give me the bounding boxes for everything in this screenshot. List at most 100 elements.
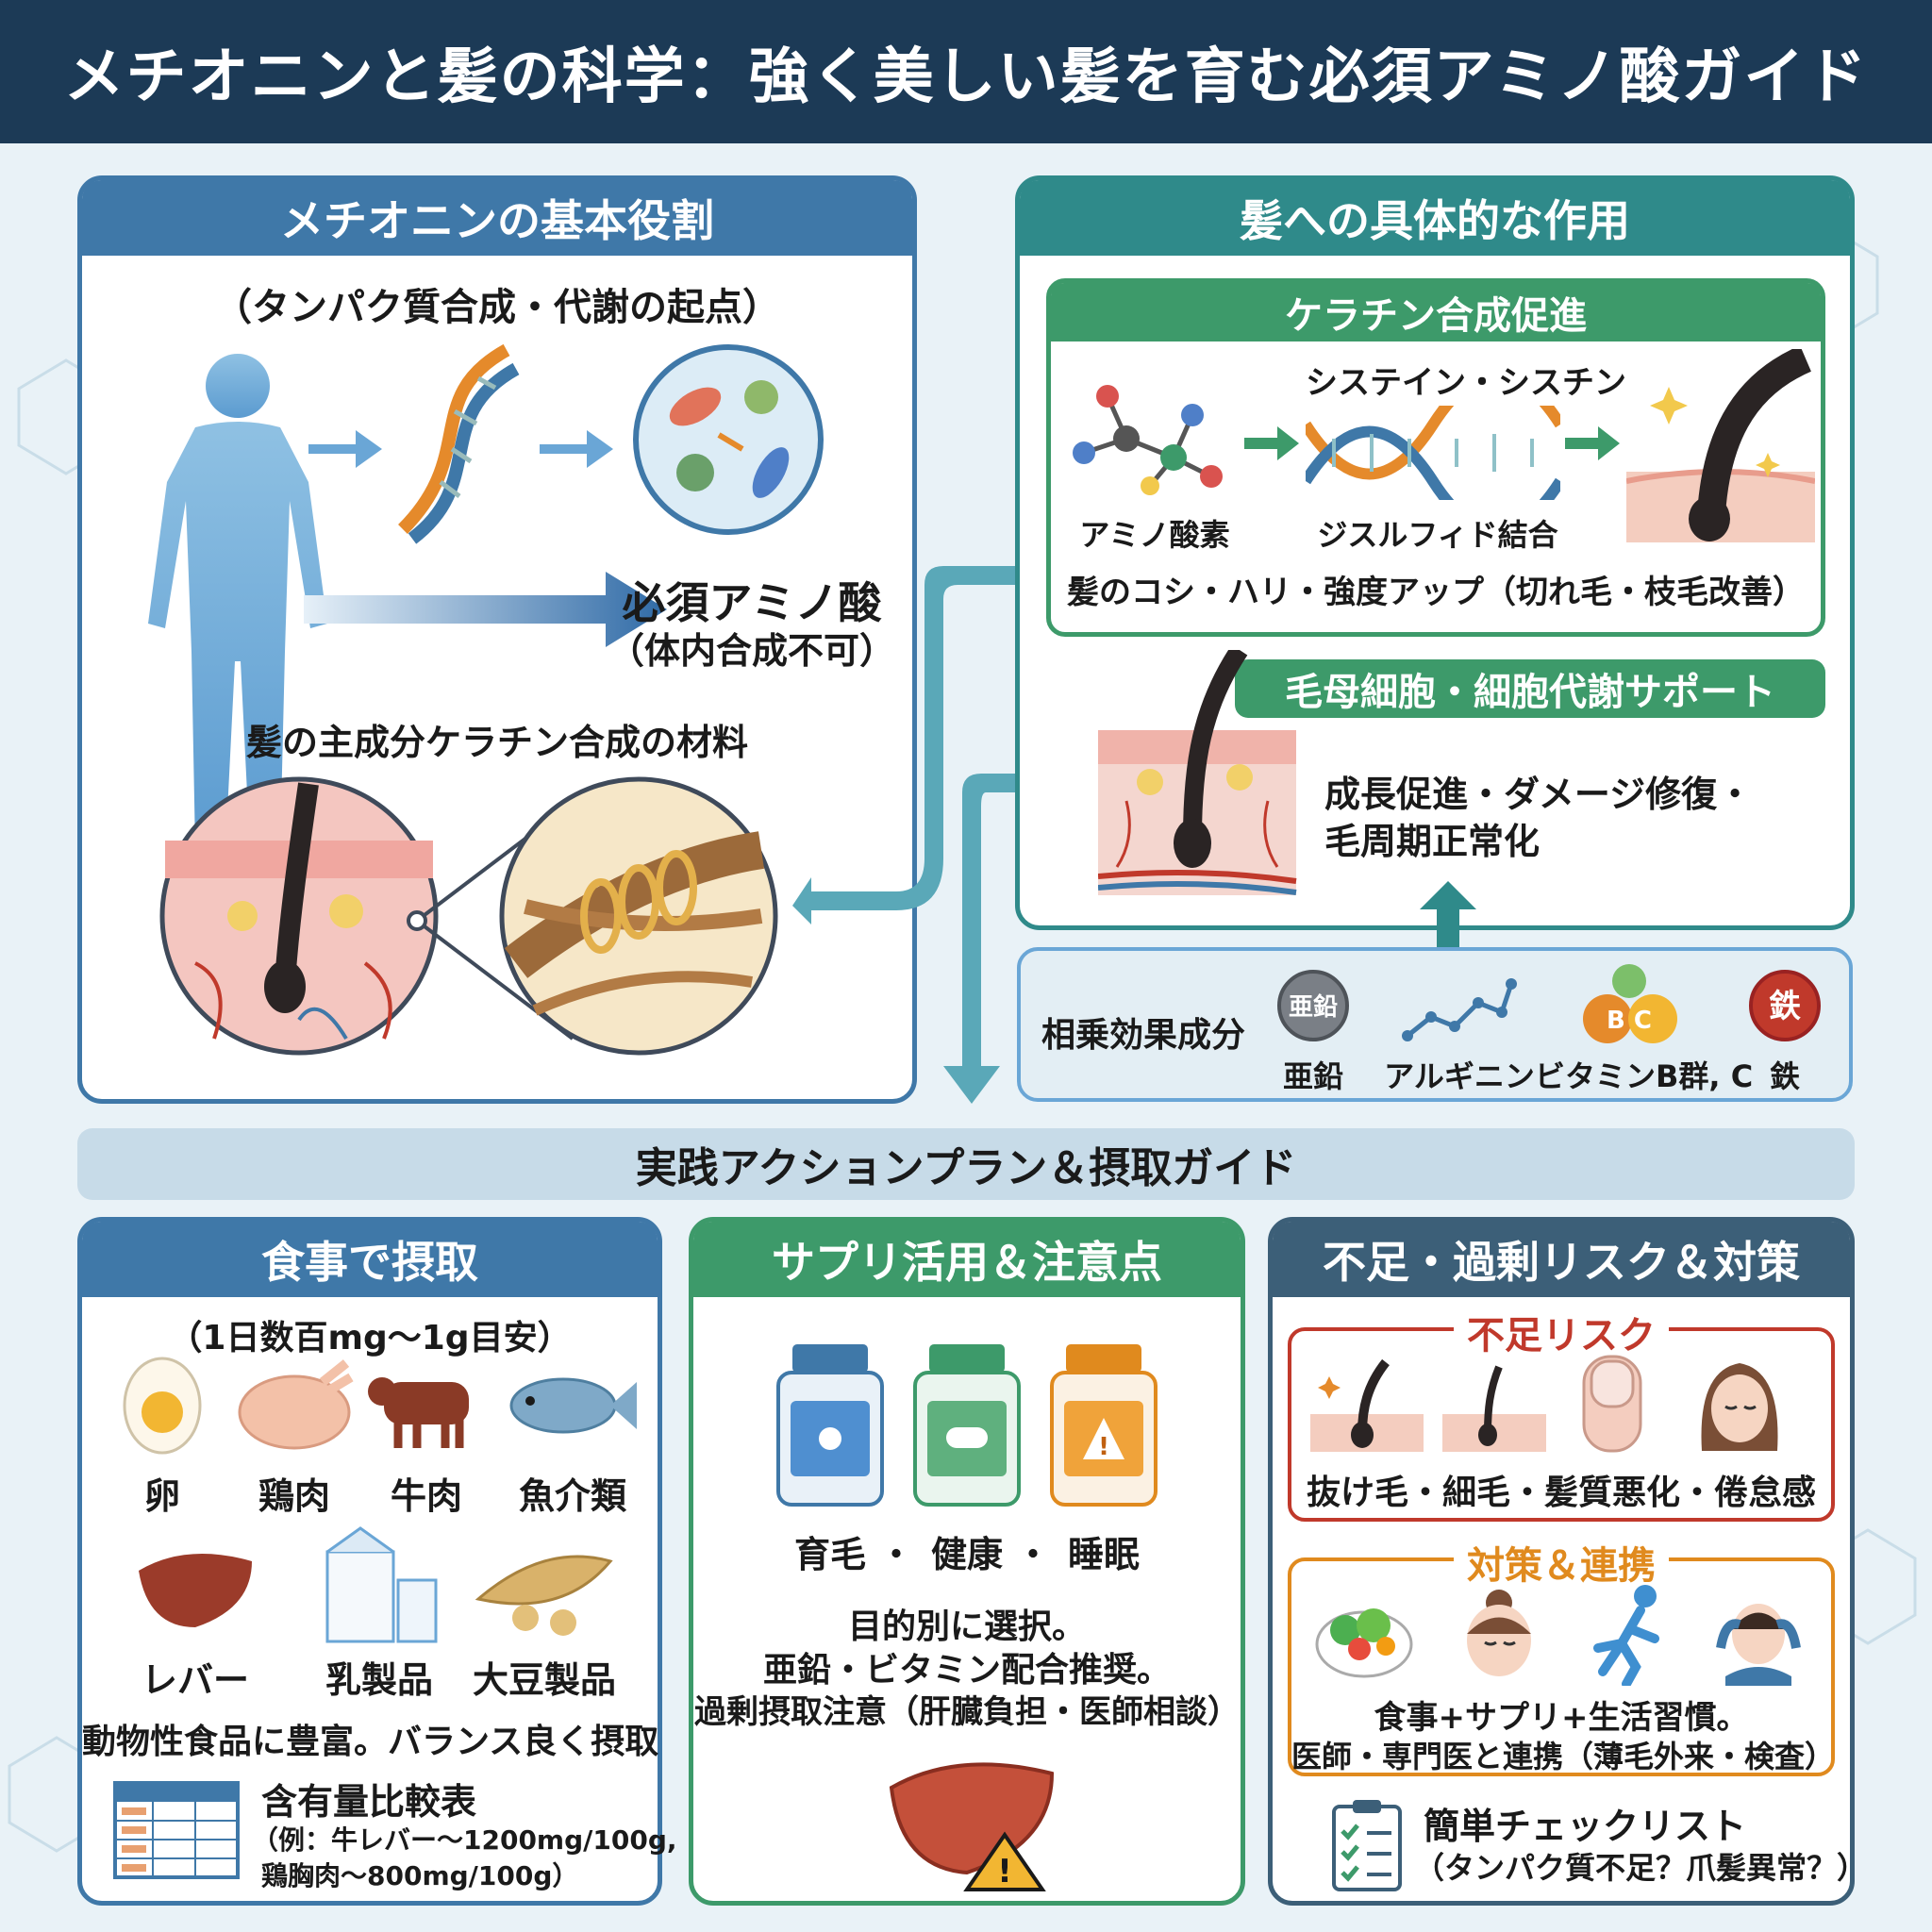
cell-line2: 毛周期正常化 — [1324, 821, 1541, 862]
food-liver: レバー — [141, 1659, 249, 1701]
long-arrow-icon — [304, 572, 667, 647]
liver-icon — [139, 1554, 252, 1627]
purpose-sleep: 睡眠 — [1067, 1534, 1140, 1575]
check-title: 簡単チェックリスト — [1424, 1806, 1747, 1847]
food-subtitle: （1日数百mg〜1g目安） — [168, 1319, 572, 1357]
soybean-icon — [475, 1555, 613, 1636]
measure-line1: 食事+サプリ+生活習慣。 — [1374, 1699, 1749, 1737]
synergy-arginine: アルギニン — [1384, 1058, 1535, 1094]
synergy-zinc: 亜鉛 — [1282, 1058, 1343, 1094]
check-sub: （タンパク質不足？爪髪異常？） — [1414, 1850, 1868, 1886]
cell-metabolism-heading: 毛母細胞・細胞代謝サポート — [1235, 659, 1825, 718]
title-bar: メチオニンと髪の科学：強く美しい髪を育む必須アミノ酸ガイド — [0, 0, 1932, 143]
svg-text:!: ! — [997, 1853, 1012, 1890]
dna-helix-icon — [1306, 406, 1560, 500]
supplement-panel: サプリ活用＆注意点 ! 育毛 ・ 健康 ・ 睡眠 目的別に選択。 亜鉛・ビタミン… — [689, 1217, 1245, 1906]
running-icon — [1593, 1585, 1659, 1686]
checklist-icon — [1332, 1800, 1402, 1891]
supp-line1: 目的別に選択。 — [847, 1607, 1086, 1646]
salad-icon — [1315, 1608, 1413, 1678]
vitamin-icon-text: B C — [1607, 1007, 1652, 1035]
keratin-heading: ケラチン合成促進 — [1051, 283, 1821, 341]
food-note: 動物性食品に豊富。バランス良く摂取 — [82, 1723, 659, 1761]
connector-arrows — [792, 547, 1057, 924]
food-fish: 魚介類 — [518, 1475, 626, 1517]
beef-icon — [368, 1377, 469, 1448]
purpose-health: 健康 — [930, 1534, 1003, 1575]
arrow-right-icon — [1565, 426, 1620, 460]
purpose-hair: 育毛 — [793, 1534, 866, 1575]
shortage-text: 抜け毛・細毛・髪質悪化・倦怠感 — [1306, 1474, 1816, 1512]
hair-root-icon — [1098, 650, 1297, 895]
food-chicken: 鶏肉 — [258, 1475, 330, 1517]
hair-growth-bottle-icon — [776, 1344, 884, 1507]
zinc-icon: 亜鉛 — [1277, 970, 1349, 1041]
food-panel: 食事で摂取 （1日数百mg〜1g目安） 卵 鶏肉 牛肉 魚介類 レバー 乳製品 … — [77, 1217, 677, 1906]
table-line2: 鶏胸肉〜800mg/100g） — [261, 1860, 579, 1891]
food-heading: 食事で摂取 — [82, 1222, 658, 1297]
fish-icon — [509, 1377, 637, 1434]
action-banner: 実践アクションプラン＆摂取ガイド — [77, 1128, 1855, 1200]
liver-warning-icon: ! — [889, 1762, 1055, 1891]
arrow-up-icon — [1420, 881, 1476, 947]
fatigue-icon — [1701, 1363, 1778, 1451]
chicken-icon — [238, 1359, 354, 1450]
hair-loss-icon — [1310, 1358, 1424, 1452]
keratin-fiber-icon — [499, 776, 778, 1056]
stress-icon — [1716, 1604, 1801, 1686]
egg-icon — [123, 1357, 202, 1455]
synergy-box: 相乗効果成分 亜鉛 B C 鉄 亜鉛 アルギニン ビタミンB群, C 鉄 — [1017, 947, 1853, 1102]
strong-hair-icon — [1626, 349, 1815, 542]
dairy-icon — [325, 1526, 438, 1643]
molecule-icon — [1073, 385, 1223, 495]
nail-icon — [1582, 1355, 1642, 1453]
basic-role-subtitle: （タンパク質合成・代謝の起点） — [214, 286, 780, 329]
cell-line1: 成長促進・ダメージ修復・ — [1324, 774, 1754, 815]
purpose-sep: ・ — [877, 1534, 914, 1575]
synergy-label: 相乗効果成分 — [1041, 1016, 1246, 1055]
basic-role-panel: メチオニンの基本役割 （タンパク質合成・代謝の起点） 必須アミノ酸 （体内合成不… — [77, 175, 917, 1104]
page-title: メチオニンと髪の科学：強く美しい髪を育む必須アミノ酸ガイド — [63, 42, 1869, 112]
relaxed-face-icon — [1467, 1590, 1531, 1676]
synergy-iron: 鉄 — [1769, 1058, 1800, 1094]
cell-icon — [633, 344, 824, 535]
sleep-bottle-icon: ! — [1050, 1344, 1158, 1507]
connector-down-arrow — [943, 755, 1061, 1104]
arginine-icon — [1402, 978, 1517, 1041]
effects-panel: 髪への具体的な作用 ケラチン合成促進 システイン・シスチン アミノ酸素 ジスルフ… — [1015, 175, 1855, 930]
supp-line2: 亜鉛・ビタミン配合推奨。 — [762, 1651, 1171, 1690]
table-line1: （例：牛レバー〜1200mg/100g, — [252, 1824, 677, 1856]
keratin-result: 髪のコシ・ハリ・強度アップ（切れ毛・枝毛改善） — [1067, 574, 1805, 611]
table-title: 含有量比較表 — [261, 1781, 477, 1823]
iron-icon-text: 鉄 — [1769, 988, 1801, 1025]
purpose-sep: ・ — [1014, 1534, 1051, 1575]
amino-acid-label: アミノ酸素 — [1079, 517, 1230, 553]
hair-follicle-icon — [159, 776, 439, 1056]
shortage-heading: 不足リスク — [1454, 1305, 1669, 1359]
keratin-material-label: 髪の主成分ケラチン合成の材料 — [245, 722, 748, 763]
disulfide-label: ジスルフィド結合 — [1317, 517, 1558, 553]
shortage-box: 不足リスク 抜け毛・細毛・髪質悪化・倦怠感 — [1288, 1305, 1835, 1522]
cysteine-label: システイン・シスチン — [1306, 364, 1626, 402]
zinc-icon-text: 亜鉛 — [1289, 992, 1338, 1022]
iron-icon: 鉄 — [1749, 970, 1821, 1041]
essential-amino-label: 必須アミノ酸 — [622, 577, 882, 628]
arrow-right-icon — [540, 430, 613, 468]
keratin-subpanel: ケラチン合成促進 システイン・シスチン アミノ酸素 ジスルフィド結合 髪のコシ・… — [1046, 278, 1825, 637]
table-icon — [113, 1781, 240, 1879]
measure-heading: 対策＆連携 — [1454, 1535, 1669, 1590]
risk-heading: 不足・過剰リスク＆対策 — [1273, 1222, 1850, 1297]
measure-line2: 医師・専門医と連携（薄毛外来・検査） — [1291, 1739, 1836, 1774]
svg-text:!: ! — [1098, 1433, 1109, 1461]
risk-panel: 不足・過剰リスク＆対策 不足リスク 抜け毛・細毛・髪質悪化・倦怠感 対策＆連携 … — [1268, 1217, 1867, 1906]
vitamin-icon: B C — [1583, 964, 1677, 1043]
effects-heading: 髪への具体的な作用 — [1020, 180, 1850, 256]
cell-metabolism-subpanel: 毛母細胞・細胞代謝サポート 成長促進・ダメージ修復・ 毛周期正常化 — [1046, 650, 1825, 907]
food-egg: 卵 — [143, 1475, 180, 1517]
arrow-right-icon — [1244, 426, 1299, 460]
food-soy: 大豆製品 — [472, 1659, 616, 1701]
dna-icon — [398, 343, 520, 544]
health-bottle-icon — [913, 1344, 1021, 1507]
action-banner-text: 実践アクションプラン＆摂取ガイド — [635, 1144, 1297, 1192]
food-beef: 牛肉 — [390, 1475, 462, 1517]
